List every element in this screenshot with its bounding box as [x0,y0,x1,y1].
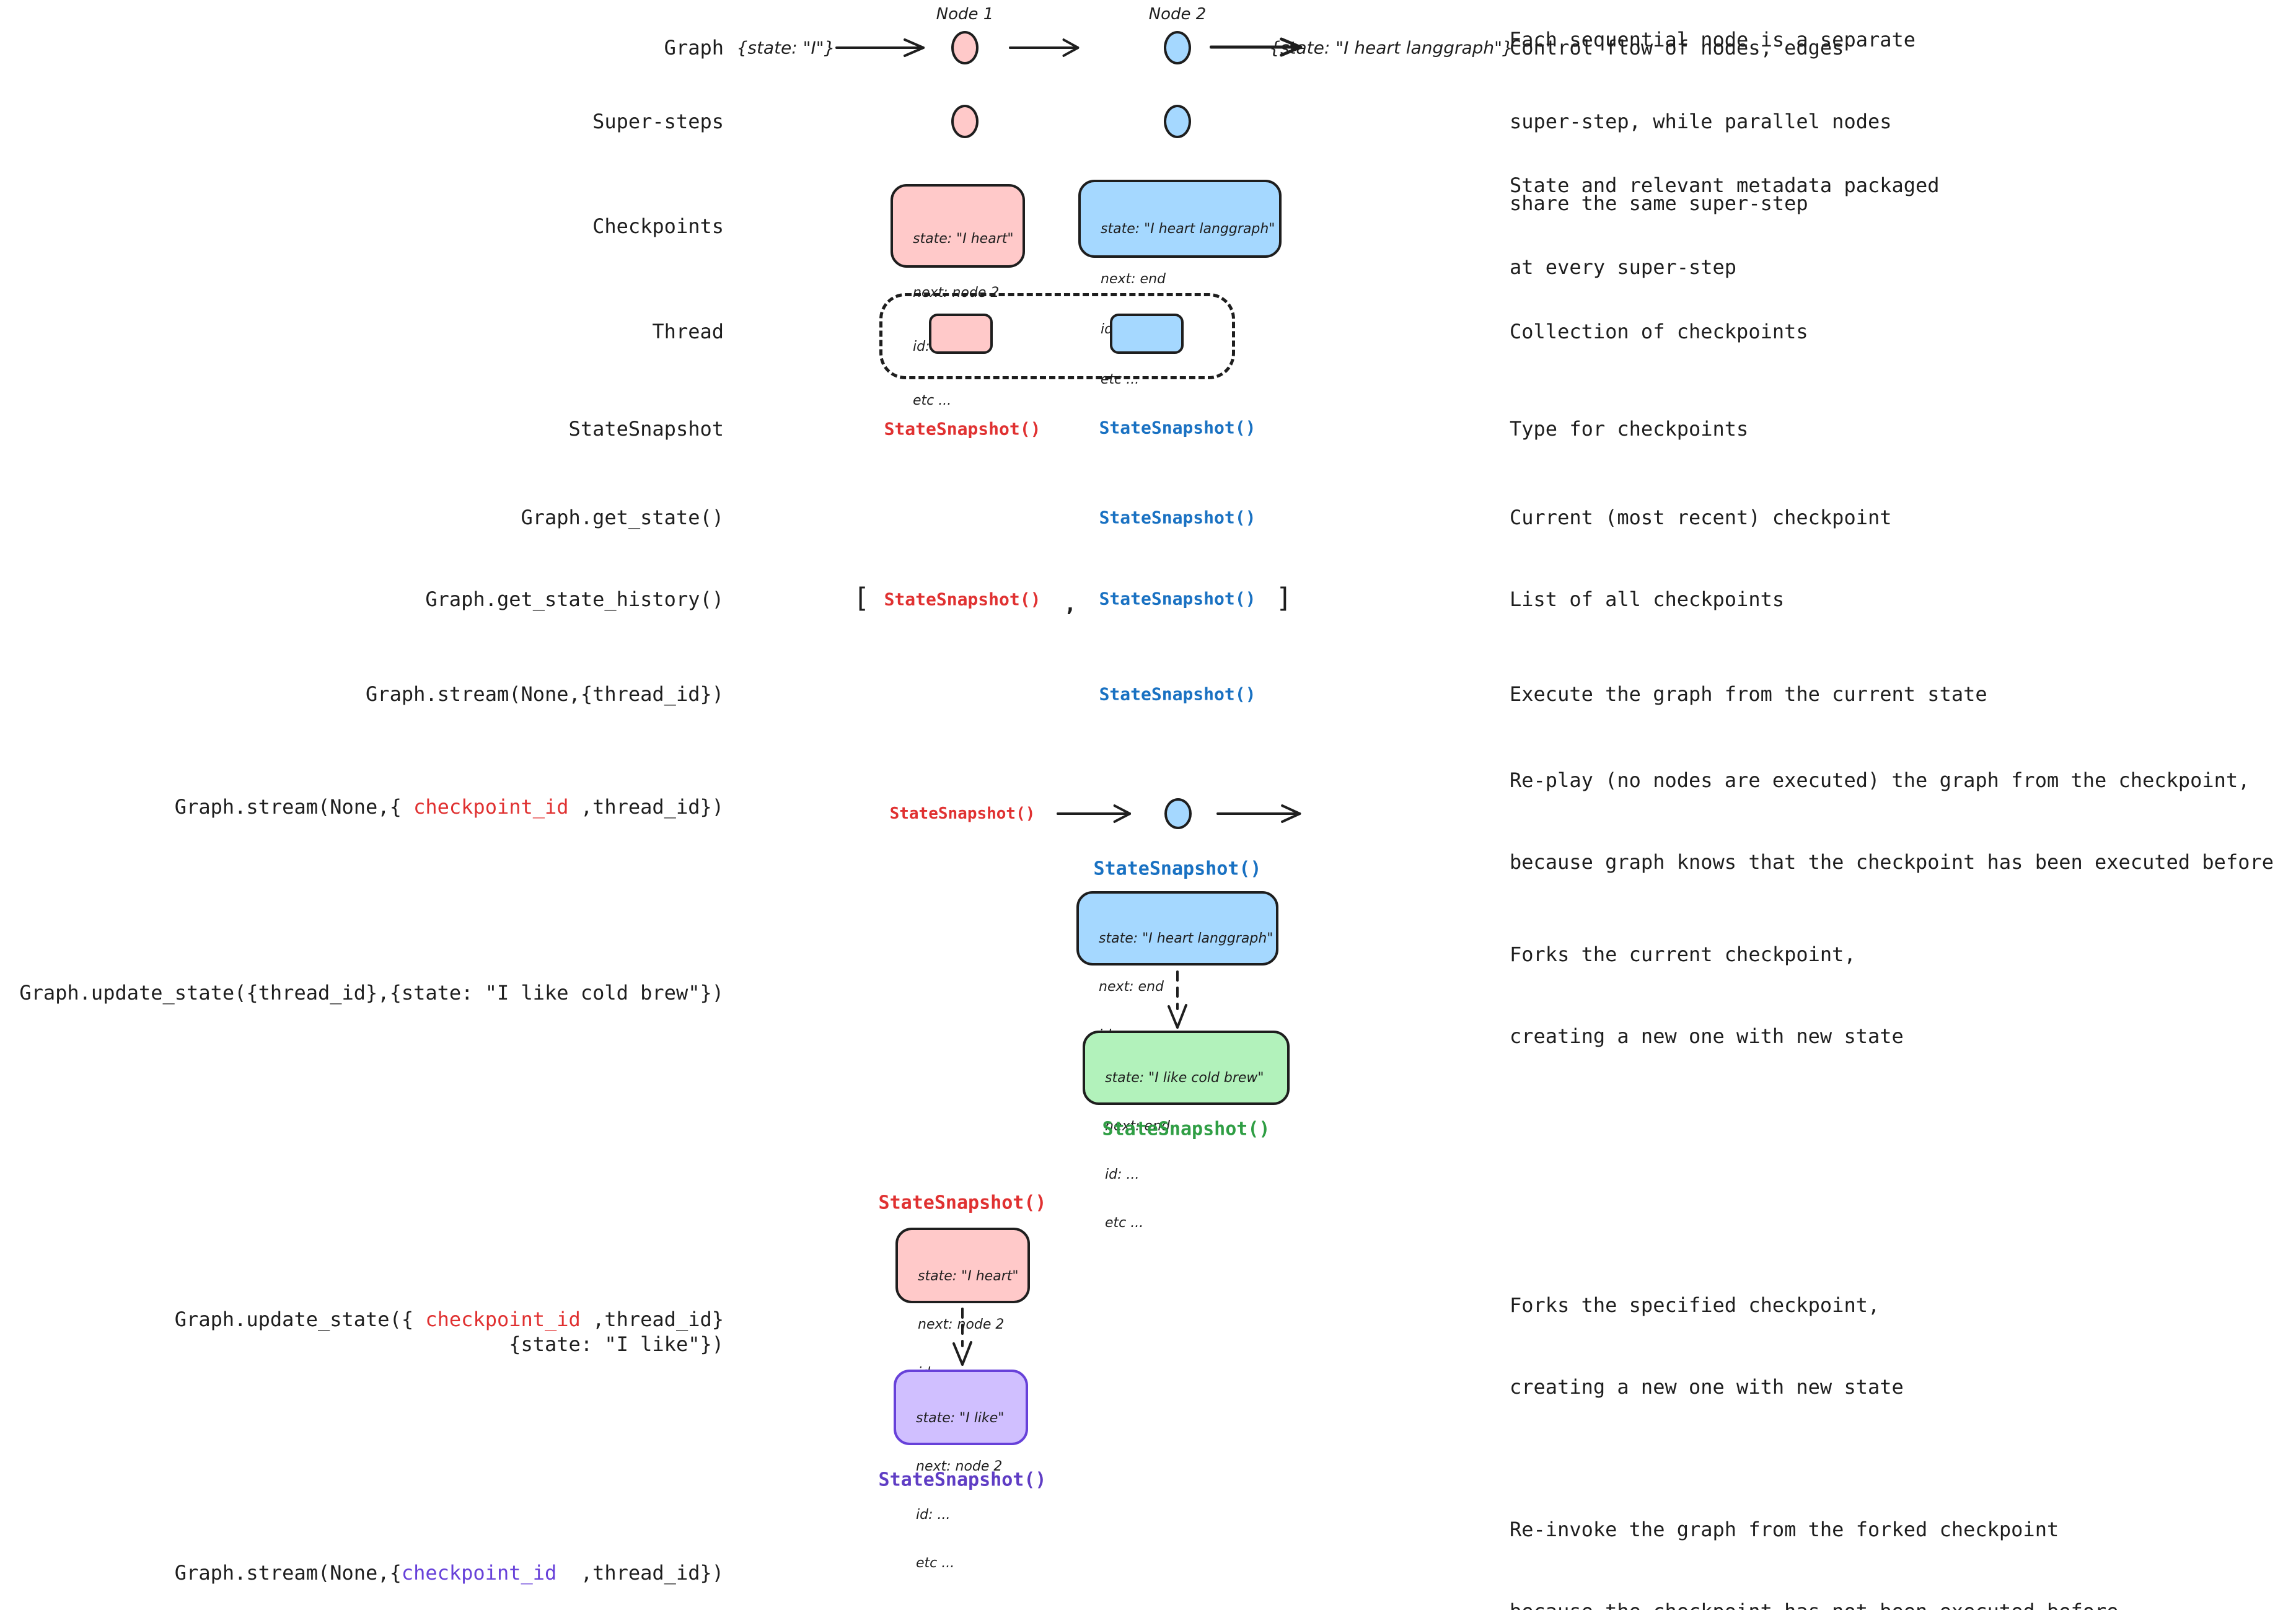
fork2-source-call-red: StateSnapshot() [878,1192,1047,1214]
get-state-description: Current (most recent) checkpoint [1510,506,1892,529]
get-state-call-blue: StateSnapshot() [1099,507,1256,528]
node2-label: Node 2 [1148,5,1207,24]
thread-pink-checkpoint [929,314,993,354]
thread-description: Collection of checkpoints [1510,320,1808,343]
stream-thread-description: Execute the graph from the current state [1510,682,1987,706]
super-steps-description: Each sequential node is a separate super… [1510,28,1916,215]
statesnapshot-call-blue: StateSnapshot() [1099,417,1256,438]
arrow-right-icon [1009,38,1080,57]
graph-output-state: {state: "I heart langgraph"} [1269,37,1513,58]
node1-circle [951,31,979,64]
node2-circle [1164,31,1191,64]
replay-call-red: StateSnapshot() [889,804,1036,823]
super-step-node1-circle [951,105,979,138]
update-state-thread-description: Forks the current checkpoint, creating a… [1510,943,1904,1048]
row-label-checkpoints: Checkpoints [592,214,724,238]
graph-input-state: {state: "I"} [736,37,835,58]
arrow-down-dashed-icon [1168,970,1187,1029]
fork2-new-purple-box: state: "I like" next: node 2 id: ... etc… [894,1370,1028,1571]
arrow-right-icon [835,38,925,57]
row-label-update-state-checkpoint-line2: {state: "I like"}) [509,1332,724,1356]
row-label-get-state-history: Graph.get_state_history() [425,587,724,611]
statesnapshot-description: Type for checkpoints [1510,417,1749,441]
blue-checkpoint-box: state: "I heart langgraph" next: end id:… [1078,180,1282,387]
stream-thread-call-blue: StateSnapshot() [1099,684,1256,705]
row-label-stream-checkpoint: Graph.stream(None,{ checkpoint_id ,threa… [174,795,724,819]
close-bracket: ] [1275,582,1293,614]
fork-source-call-blue: StateSnapshot() [1093,858,1262,880]
fork-new-green-box: state: "I like cold brew" next: end id: … [1083,1031,1290,1231]
fork2-new-call-purple: StateSnapshot() [878,1469,1047,1491]
arrow-right-icon [1057,804,1131,823]
open-bracket: [ [853,582,870,614]
arrow-right-icon [1210,37,1303,57]
row-label-super-steps: Super-steps [592,110,724,133]
thread-blue-checkpoint [1110,314,1184,354]
arrow-right-icon [1216,804,1301,823]
checkpoint-id-token-red: checkpoint_id [413,795,569,819]
row-label-stream-thread: Graph.stream(None,{thread_id}) [366,682,724,706]
arrow-down-dashed-icon [952,1308,972,1366]
history-comma: , [1063,592,1077,617]
stream-checkpoint-description: Re-play (no nodes are executed) the grap… [1510,768,2274,874]
row-label-statesnapshot: StateSnapshot [568,417,724,441]
stream-forked-description: Re-invoke the graph from the forked chec… [1510,1518,2119,1610]
pink-checkpoint-box: state: "I heart" next: node 2 id: ... et… [891,184,1025,408]
graph-description: Control flow of nodes, edges [1510,36,1844,59]
checkpoint-id-token-purple: checkpoint_id [401,1561,557,1585]
row-label-get-state: Graph.get_state() [521,506,724,529]
row-label-update-state-checkpoint-line1: Graph.update_state({ checkpoint_id ,thre… [174,1308,724,1331]
replay-node2-circle [1164,798,1192,829]
update-state-checkpoint-description: Forks the specified checkpoint, creating… [1510,1293,1904,1399]
node1-label: Node 1 [936,5,994,24]
row-label-update-state-thread: Graph.update_state({thread_id},{state: "… [19,981,724,1005]
checkpoints-description: State and relevant metadata packaged at … [1510,174,1940,279]
checkpoint-id-token-red: checkpoint_id [425,1308,581,1331]
super-step-node2-circle [1164,105,1191,138]
row-label-graph: Graph [664,36,724,59]
thread-container-box [879,293,1235,379]
get-state-history-description: List of all checkpoints [1510,587,1785,611]
fork-new-call-green: StateSnapshot() [1102,1118,1270,1140]
fork-source-blue-box: state: "I heart langgraph" next: end id:… [1076,891,1278,1091]
statesnapshot-call-red: StateSnapshot() [884,418,1041,439]
row-label-stream-forked: Graph.stream(None,{checkpoint_id ,thread… [174,1561,724,1585]
history-call-blue: StateSnapshot() [1099,588,1256,609]
fork2-source-pink-box: state: "I heart" next: node 2 id: ... et… [895,1228,1030,1429]
history-call-red: StateSnapshot() [884,589,1041,610]
row-label-thread: Thread [652,320,724,343]
